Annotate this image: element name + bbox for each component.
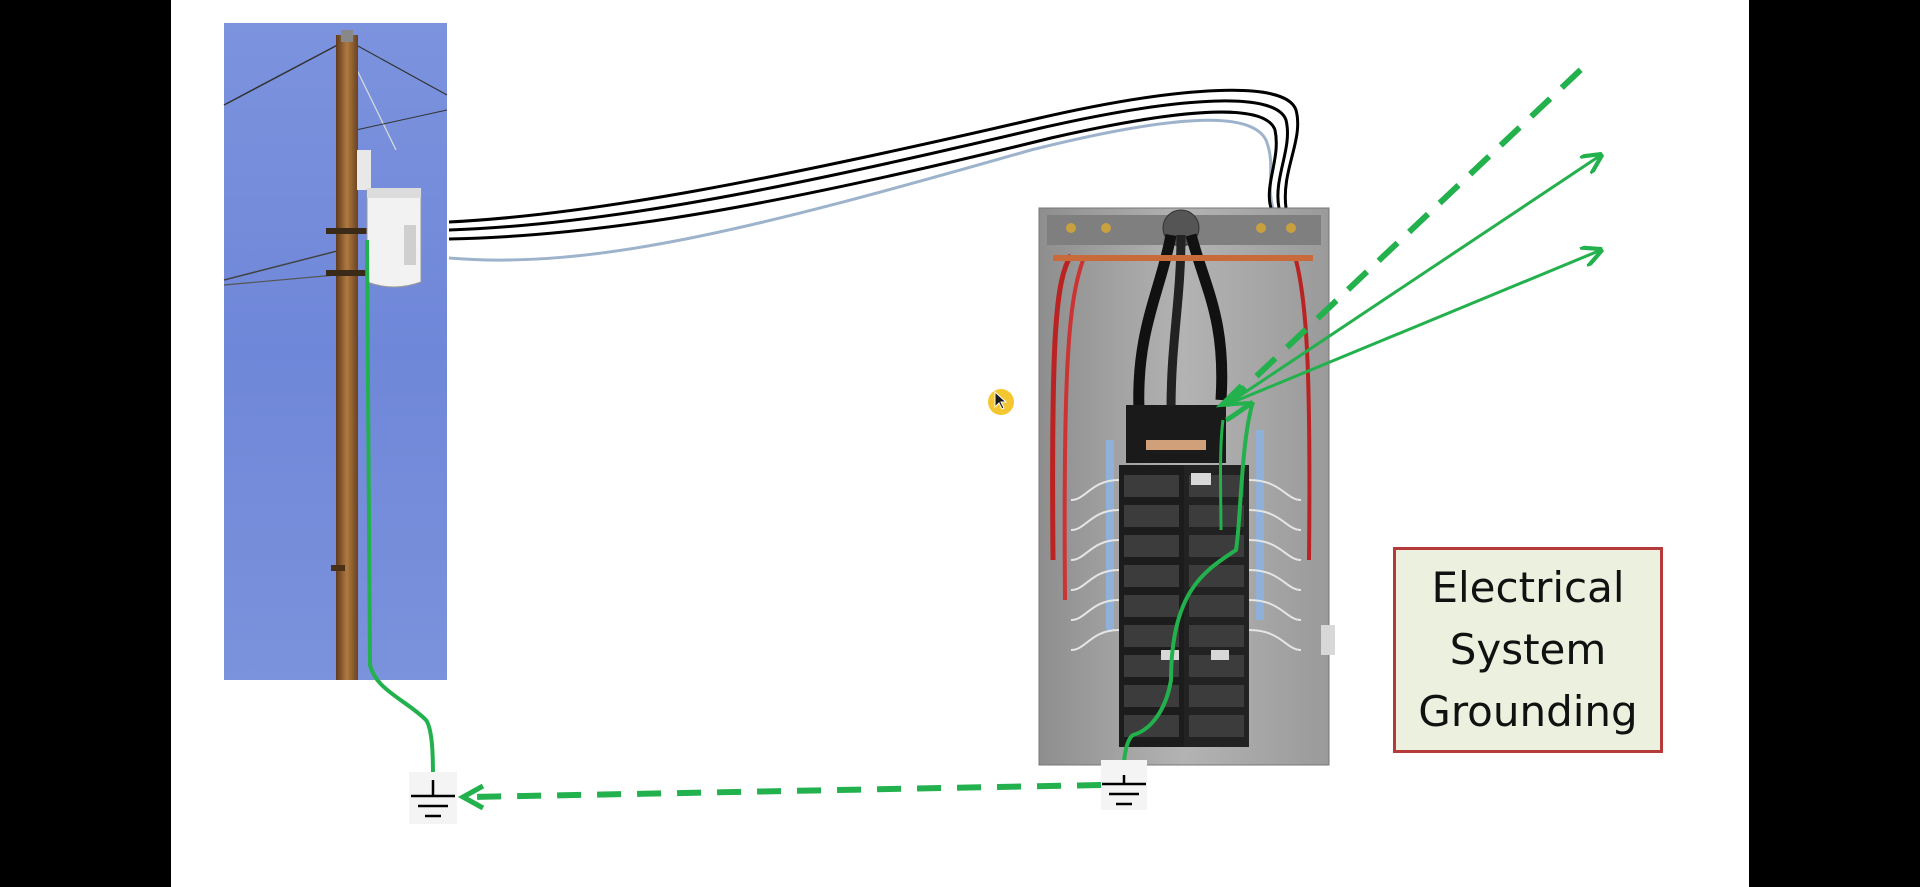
ground-symbol-icon	[1101, 760, 1147, 810]
panel-arrows	[1215, 57, 1601, 408]
ground-wires	[365, 239, 1255, 781]
title-line-2: System	[1449, 625, 1607, 674]
ground-symbol-icon	[409, 772, 457, 824]
slide: Electrical System Grounding	[171, 0, 1749, 887]
utility-pole-photo	[223, 23, 448, 680]
title-box: Electrical System Grounding	[1393, 547, 1663, 753]
breaker-panel-photo	[1038, 207, 1335, 766]
title-line-1: Electrical	[1431, 563, 1625, 612]
title-line-3: Grounding	[1418, 687, 1638, 736]
grounding-diagram	[223, 23, 1749, 824]
mouse-cursor-icon	[988, 389, 1014, 415]
service-drop-wires	[448, 88, 1300, 262]
ground-connection-arrow	[457, 782, 1102, 811]
